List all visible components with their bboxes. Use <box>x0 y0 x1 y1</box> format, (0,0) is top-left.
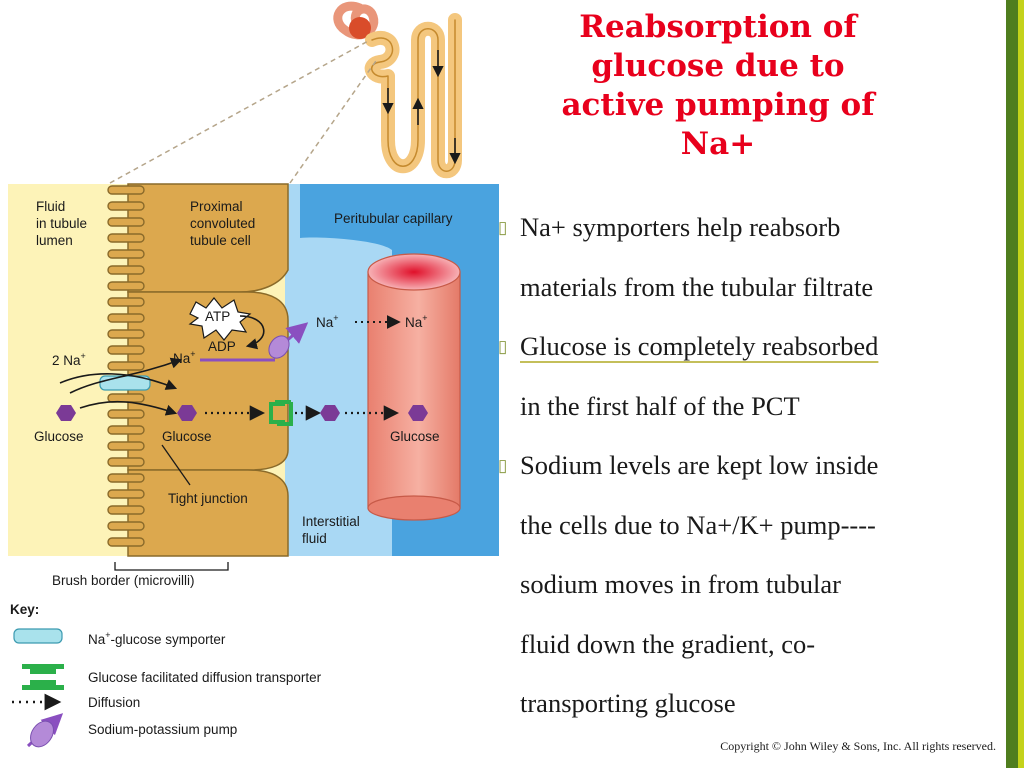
title-line: Na+ <box>680 126 756 162</box>
two-sodium-label-sup: + <box>81 351 86 361</box>
glucose-label: Glucose <box>390 429 440 444</box>
glucose-entry-arrow <box>79 400 178 416</box>
sodium-label-sup: + <box>190 349 195 359</box>
tight-junction-label: Tight junction <box>168 491 248 506</box>
sodium-entry-arrow <box>59 373 178 390</box>
sodium-label-sup: + <box>422 313 427 323</box>
glucose-reabsorption-diagram: ATP Fluid in tubule lumen Proximal convo… <box>8 1 499 748</box>
sodium-label-text: Na <box>405 315 423 330</box>
accent-stripe-green <box>1006 0 1018 768</box>
accent-stripe-lime <box>1018 0 1024 768</box>
pct-cell-label-line: Proximal <box>190 199 243 214</box>
peritubular-capillary-label: Peritubular capillary <box>334 211 453 226</box>
atp-to-adp-arrow <box>239 315 265 350</box>
copyright-notice: Copyright © John Wiley & Sons, Inc. All … <box>720 739 996 753</box>
symporter-key-pre: Na <box>88 632 106 647</box>
bullet-line: materials from the tubular filtrate <box>520 271 874 302</box>
key-title: Key: <box>10 602 39 617</box>
lumen-label-line: Fluid <box>36 199 65 214</box>
bullet-item: ▯ Sodium levels are kept low inside the … <box>498 436 1006 734</box>
pct-cell-label-line: tubule cell <box>190 233 251 248</box>
title-line: Reabsorption of <box>579 9 857 45</box>
bullet-line: sodium moves in from tubular <box>520 569 841 599</box>
tight-junction-pointer <box>161 444 191 486</box>
slide-title: Reabsorption of glucose due to active pu… <box>520 8 916 164</box>
glucose-molecule-icon <box>177 405 197 421</box>
sodium-label-text: Na <box>316 315 334 330</box>
title-line: active pumping of <box>561 87 875 123</box>
symporter-key-post: -glucose symporter <box>111 632 226 647</box>
glucose-molecule-icon <box>56 405 76 421</box>
transporter-key-label: Glucose facilitated diffusion transporte… <box>88 670 322 685</box>
bullet-item: ▯ Na+ symporters help reabsorb materials… <box>498 198 1006 317</box>
glucose-label: Glucose <box>162 429 212 444</box>
interstitial-label-line: fluid <box>302 531 327 546</box>
bullet-line: in the first half of the PCT <box>520 390 800 421</box>
atp-label: ATP <box>205 309 230 324</box>
glucose-molecule-icon <box>408 405 428 421</box>
bullet-line: Sodium levels are kept low inside <box>520 450 879 480</box>
sodium-label-sup: + <box>333 313 338 323</box>
symporter-key-icon <box>13 628 63 644</box>
glucose-label: Glucose <box>34 429 84 444</box>
bullet-marker-icon: ▯ <box>498 337 508 356</box>
adp-label: ADP <box>208 339 236 354</box>
pump-key-label: Sodium-potassium pump <box>88 722 237 737</box>
bullet-line-emphasis: Glucose is completely reabsorbed <box>520 331 879 361</box>
interstitial-label-line: Interstitial <box>302 514 360 529</box>
bullet-line: the cells due to Na+/K+ pump---- <box>520 509 876 540</box>
pct-cell-label-line: convoluted <box>190 216 255 231</box>
zoom-guide-line <box>109 39 371 184</box>
bullet-marker-icon: ▯ <box>498 218 508 237</box>
sodium-label: Na+ <box>405 313 428 330</box>
symporter-key-label: Na+-glucose symporter <box>88 630 226 647</box>
nephron-icon <box>333 1 462 179</box>
sodium-to-cell-arrow <box>69 357 183 394</box>
bullet-item: ▯ Glucose is completely reabsorbed in th… <box>498 317 1006 436</box>
symporter-key-sup: + <box>105 630 110 640</box>
diffusion-key-label: Diffusion <box>88 695 140 710</box>
lumen-label-line: in tubule <box>36 216 87 231</box>
sodium-label: Na+ <box>316 313 339 330</box>
bullet-list: ▯ Na+ symporters help reabsorb materials… <box>498 198 1006 734</box>
brush-border-bracket <box>114 562 229 571</box>
glucose-transporter-left <box>269 402 285 424</box>
bullet-line: Na+ symporters help reabsorb <box>520 212 841 242</box>
two-sodium-label-text: 2 Na <box>52 353 81 368</box>
sodium-label: Na+ <box>173 349 196 366</box>
brush-border-label: Brush border (microvilli) <box>52 573 195 588</box>
sodium-label-text: Na <box>173 351 191 366</box>
two-sodium-label: 2 Na+ <box>52 351 86 368</box>
pump-key-icon <box>26 713 64 748</box>
peritubular-capillary <box>367 253 461 521</box>
glucose-transporter-right <box>275 400 293 426</box>
bullet-line: transporting glucose <box>520 688 736 718</box>
pct-cell-lower <box>127 469 289 557</box>
title-line: glucose due to <box>591 48 845 84</box>
lumen-label-line: lumen <box>36 233 73 248</box>
sodium-potassium-pump-icon <box>268 335 290 359</box>
glucose-molecule-icon <box>320 405 340 421</box>
transporter-key-icon <box>22 664 64 690</box>
zoom-guide-line <box>289 57 379 184</box>
diagram-key: Key: Na+-glucose symporter Glucose facil… <box>10 602 322 748</box>
bullet-line: fluid down the gradient, co- <box>520 628 816 659</box>
brush-border-microvilli <box>107 185 145 547</box>
atp-burst-icon: ATP <box>188 297 252 341</box>
bullet-marker-icon: ▯ <box>498 456 508 475</box>
